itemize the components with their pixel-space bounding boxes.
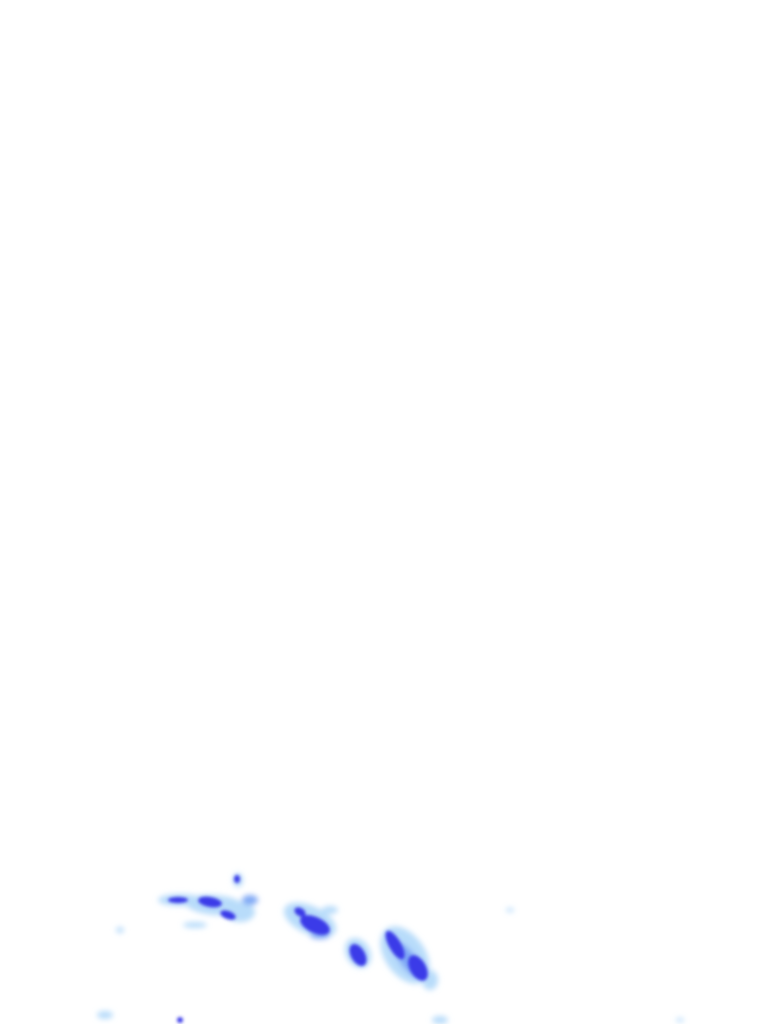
- precip-cell-heavy: [234, 875, 240, 883]
- precip-cell-light: [97, 1011, 113, 1019]
- precip-cell-light: [183, 922, 207, 928]
- precip-cell-heavy: [349, 944, 367, 966]
- precip-cell-heavy: [294, 907, 306, 917]
- precip-cell-heavy: [300, 915, 330, 935]
- precip-cell-heavy: [168, 897, 188, 903]
- precip-heavy: [168, 875, 428, 1023]
- precip-cell-heavy: [198, 896, 222, 908]
- precip-cell-medium: [242, 895, 258, 905]
- precip-cell-light: [432, 1016, 448, 1024]
- precip-cell-heavy: [177, 1017, 183, 1023]
- precip-cell-light: [322, 906, 338, 914]
- precip-cell-light: [116, 927, 124, 933]
- precip-cell-heavy: [220, 910, 236, 920]
- precip-cell-heavy: [408, 955, 428, 981]
- precip-cell-heavy: [385, 930, 405, 960]
- precip-cell-light: [676, 1018, 684, 1022]
- precip-cell-light: [506, 908, 514, 912]
